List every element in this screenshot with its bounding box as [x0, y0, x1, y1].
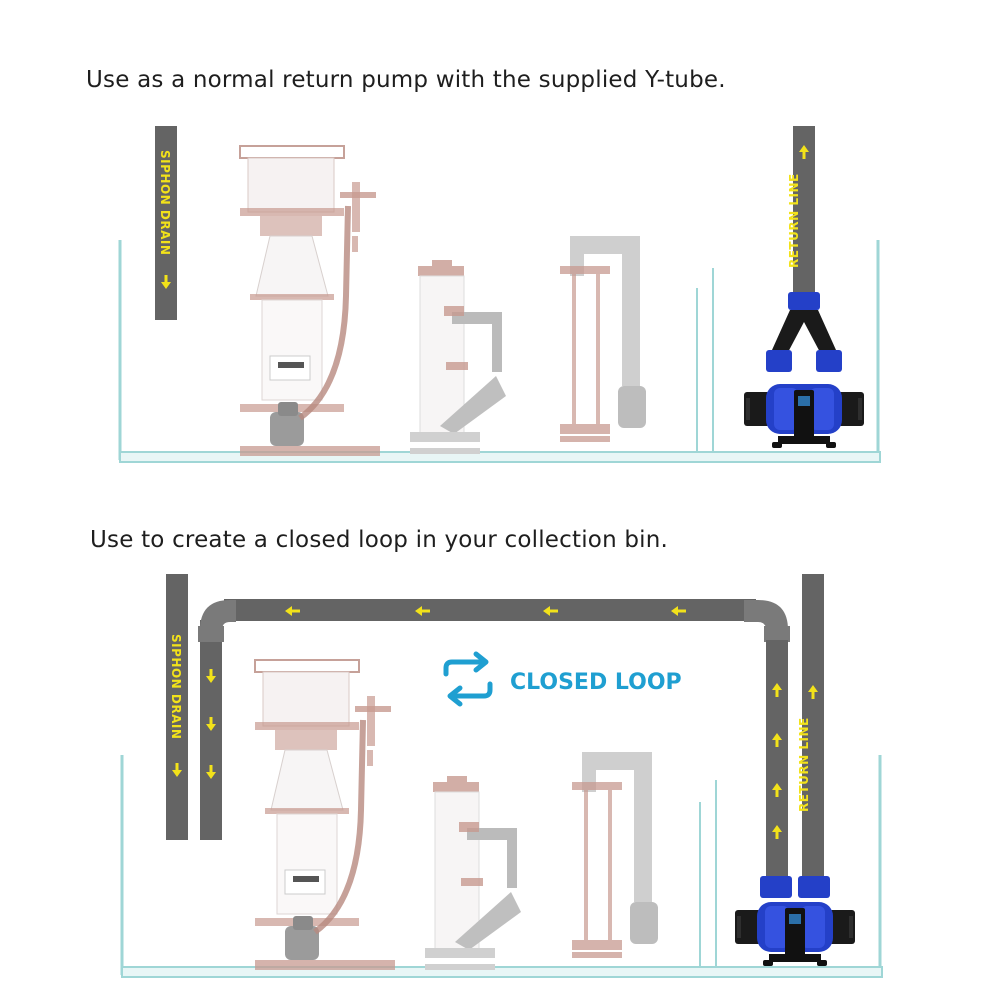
filter-unit [560, 236, 646, 442]
return-line-pipe: RETURN LINE [735, 574, 855, 966]
return-line-label: RETURN LINE [787, 173, 801, 268]
siphon-drain-label: SIPHON DRAIN [169, 634, 183, 739]
protein-skimmer [240, 146, 380, 456]
closed-loop-icon [443, 651, 493, 707]
return-line-label: RETURN LINE [797, 717, 811, 812]
siphon-drain-pipe: SIPHON DRAIN [166, 574, 188, 840]
sump-tank [120, 755, 883, 978]
media-reactor [424, 775, 522, 971]
filter-unit [572, 752, 658, 958]
panel-return-pump: SIPHON DRAIN RETURN LINE [118, 126, 881, 463]
protein-skimmer [255, 660, 395, 970]
closed-loop-pipe [198, 599, 790, 880]
media-reactor [409, 259, 507, 455]
panel-closed-loop: SIPHON DRAIN RE [120, 574, 883, 978]
return-line-pipe: RETURN LINE [744, 126, 864, 448]
pump-icon [735, 902, 855, 966]
y-tube-icon [766, 292, 842, 372]
sump-tank [118, 240, 881, 463]
siphon-drain-pipe: SIPHON DRAIN [155, 126, 177, 320]
siphon-drain-label: SIPHON DRAIN [158, 150, 172, 255]
caption-return-pump: Use as a normal return pump with the sup… [86, 67, 726, 93]
caption-closed-loop: Use to create a closed loop in your coll… [90, 527, 669, 553]
closed-loop-label: CLOSED LOOP [510, 670, 682, 695]
pump-icon [744, 384, 864, 448]
